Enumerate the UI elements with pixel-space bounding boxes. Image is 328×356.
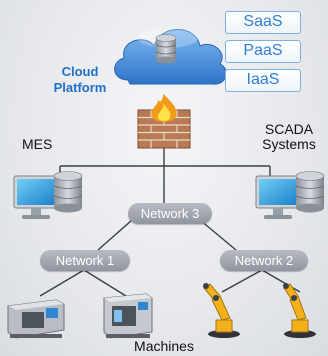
cloud-platform-label: Cloud Platform [40, 64, 120, 96]
cnc-machine-icon [103, 293, 153, 339]
machines-label: Machines [134, 338, 194, 354]
network-1-pill: Network 1 [40, 250, 130, 271]
monitor-icon [255, 175, 301, 219]
cloud-label-line1: Cloud [61, 64, 99, 79]
service-iaas: IaaS [225, 69, 301, 92]
robot-arm-icon [203, 283, 240, 338]
service-saas: SaaS [225, 11, 301, 34]
mes-label: MES [22, 136, 53, 152]
network-3-pill: Network 3 [128, 203, 212, 224]
database-icon [155, 34, 177, 64]
robot-arm-icon [283, 283, 316, 338]
scada-label: SCADA Systems [252, 122, 326, 152]
network-2-pill: Network 2 [220, 250, 308, 271]
database-icon [295, 171, 325, 213]
cnc-machine-icon [7, 299, 65, 339]
cloud-label-line2: Platform [53, 80, 107, 95]
service-paas: PaaS [225, 40, 301, 63]
monitor-icon [13, 175, 59, 219]
database-icon [53, 171, 83, 213]
scada-label-line2: Systems [262, 136, 316, 152]
fire-icon [151, 94, 177, 122]
scada-label-line1: SCADA [264, 121, 314, 137]
